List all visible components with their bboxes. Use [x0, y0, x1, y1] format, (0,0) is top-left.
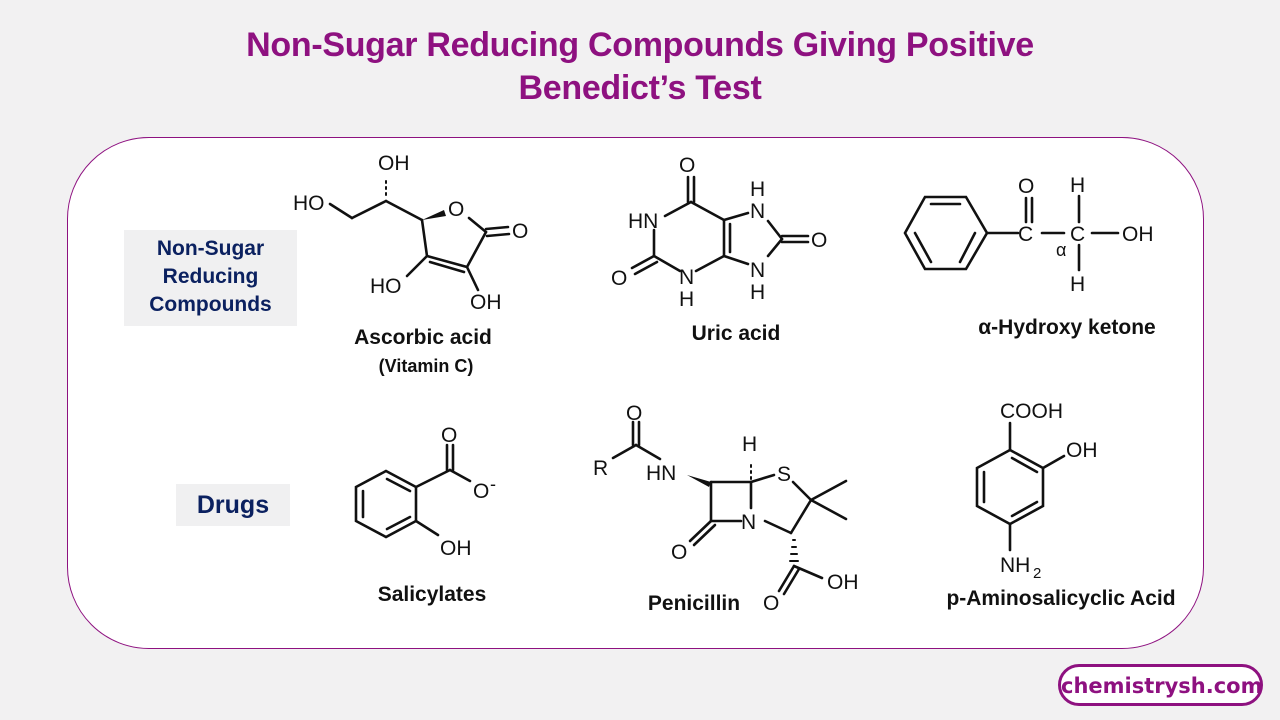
- category-drugs: Drugs: [176, 484, 290, 526]
- svg-text:α: α: [1056, 240, 1066, 260]
- svg-text:HN: HN: [628, 210, 658, 233]
- svg-text:NH: NH: [1000, 554, 1030, 577]
- compound-name-uric-acid: Uric acid: [691, 322, 781, 345]
- svg-text:O: O: [441, 424, 457, 447]
- svg-text:N: N: [741, 511, 756, 534]
- svg-text:O: O: [679, 154, 695, 177]
- svg-text:O: O: [512, 220, 528, 243]
- title-line-1: Non-Sugar Reducing Compounds Giving Posi…: [246, 26, 1034, 64]
- svg-text:COOH: COOH: [1000, 400, 1063, 423]
- svg-text:O: O: [448, 198, 464, 221]
- category-label-line: Non-Sugar: [156, 237, 265, 260]
- svg-text:HN: HN: [646, 462, 676, 485]
- penicillin-structure: O R HN H S N O OH O: [593, 402, 859, 615]
- svg-text:N: N: [679, 266, 694, 289]
- compound-name-salicylates: Salicylates: [377, 583, 487, 606]
- svg-text:O: O: [811, 229, 827, 252]
- svg-text:H: H: [1070, 273, 1085, 296]
- svg-text:O: O: [1018, 175, 1034, 198]
- svg-text:OH: OH: [378, 152, 410, 175]
- svg-text:OH: OH: [440, 537, 472, 560]
- compound-name-penicillin: Penicillin: [647, 592, 741, 615]
- svg-text:-: -: [490, 474, 496, 494]
- category-label-line: Compounds: [149, 293, 272, 316]
- svg-text:HO: HO: [370, 275, 402, 298]
- svg-text:HO: HO: [293, 192, 325, 215]
- svg-text:N: N: [750, 259, 765, 282]
- svg-text:OH: OH: [827, 571, 859, 594]
- alpha-hydroxy-ketone-structure: O C C α H H OH: [903, 174, 1154, 296]
- p-aminosalicylic-acid-structure: COOH OH NH 2: [975, 400, 1098, 582]
- svg-text:O: O: [626, 402, 642, 425]
- compound-name-ascorbic-acid: Ascorbic acid: [354, 326, 492, 349]
- svg-text:O: O: [473, 480, 489, 503]
- svg-text:O: O: [763, 592, 779, 615]
- category-non-sugar-reducing: Non-Sugar Reducing Compounds: [124, 230, 297, 326]
- svg-text:H: H: [750, 281, 765, 304]
- svg-text:R: R: [593, 457, 608, 480]
- watermark-badge: chemistrysh.com: [1058, 664, 1263, 706]
- uric-acid-structure: O HN H N O O N H N H: [611, 154, 827, 311]
- salicylate-structure: O O - OH: [354, 424, 496, 560]
- content-panel: [67, 137, 1204, 649]
- svg-text:OH: OH: [1066, 439, 1098, 462]
- svg-text:N: N: [750, 200, 765, 223]
- page-title: Non-Sugar Reducing Compounds Giving Posi…: [0, 24, 1280, 110]
- compound-name-p-aminosalicylic-acid: p-Aminosalicyclic Acid: [946, 587, 1176, 610]
- compound-subname-vitamin-c: (Vitamin C): [378, 356, 474, 376]
- svg-text:O: O: [671, 541, 687, 564]
- svg-text:C: C: [1018, 223, 1033, 246]
- svg-text:H: H: [750, 178, 765, 201]
- svg-text:2: 2: [1033, 565, 1041, 582]
- svg-text:H: H: [1070, 174, 1085, 197]
- compound-name-alpha-hydroxy-ketone: α-Hydroxy ketone: [978, 316, 1156, 339]
- svg-text:H: H: [679, 288, 694, 311]
- category-label-line: Reducing: [162, 265, 259, 288]
- title-line-2: Benedict’s Test: [518, 69, 762, 107]
- svg-text:O: O: [611, 267, 627, 290]
- ascorbic-acid-structure: OH HO O O HO OH: [293, 152, 528, 314]
- svg-text:OH: OH: [470, 291, 502, 314]
- svg-text:S: S: [777, 463, 791, 486]
- svg-text:H: H: [742, 433, 757, 456]
- svg-text:C: C: [1070, 223, 1085, 246]
- svg-text:OH: OH: [1122, 223, 1154, 246]
